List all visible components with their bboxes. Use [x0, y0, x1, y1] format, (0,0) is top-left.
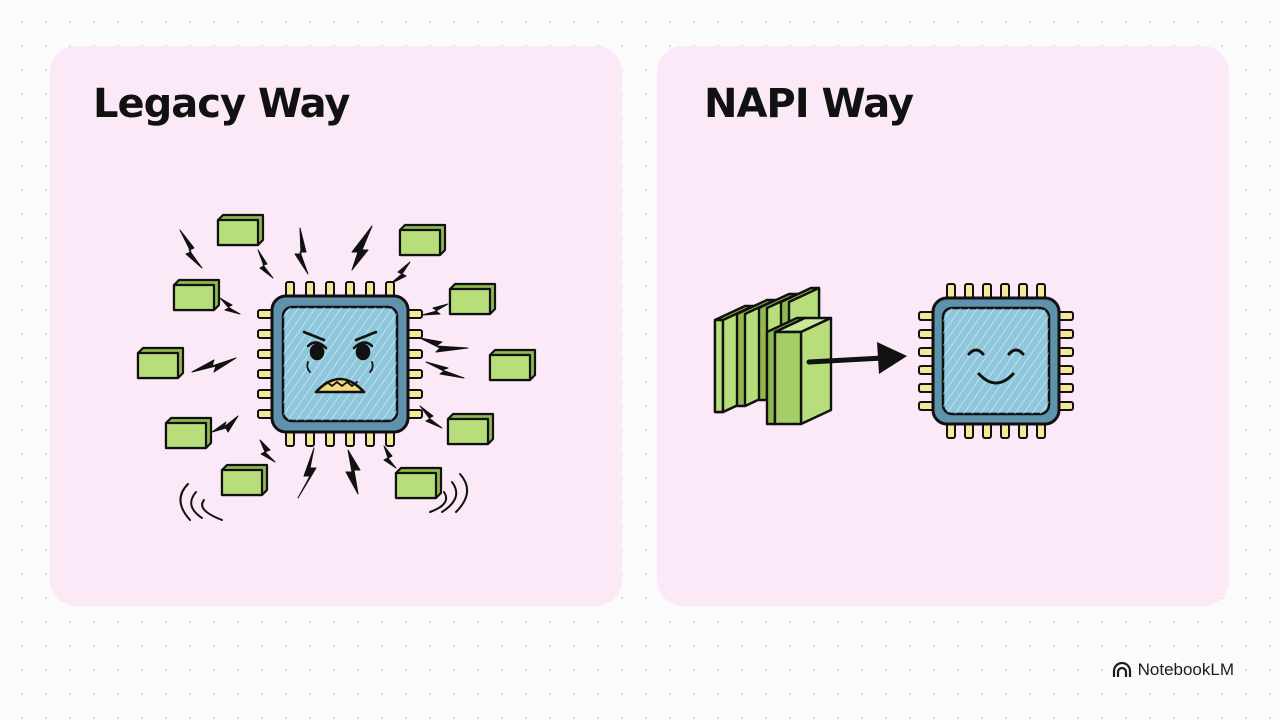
- lightning-icon: [179, 229, 203, 269]
- lightning-icon: [389, 261, 411, 285]
- napi-title: NAPI Way: [704, 81, 914, 127]
- lightning-icon: [419, 337, 469, 353]
- brand-label: NotebookLM: [1137, 660, 1234, 679]
- lightning-icon: [425, 361, 465, 379]
- notebooklm-logo-icon: [1112, 662, 1131, 677]
- lightning-icon: [257, 249, 274, 279]
- lightning-icon: [421, 303, 449, 316]
- worried-face-icon: [302, 330, 378, 394]
- notebooklm-branding: NotebookLM: [1112, 660, 1234, 680]
- lightning-icon: [219, 297, 241, 315]
- packet: [448, 282, 497, 316]
- packet: [136, 346, 185, 380]
- packet: [398, 223, 447, 257]
- packet: [446, 412, 495, 446]
- legacy-packets: [136, 213, 537, 500]
- arrow-right-icon: [806, 342, 907, 374]
- packet: [488, 348, 537, 382]
- lightning-icon: [419, 405, 443, 429]
- interrupt-bolts: [179, 225, 469, 499]
- lightning-icon: [345, 449, 361, 495]
- lightning-icon: [383, 445, 397, 469]
- lightning-icon: [351, 225, 373, 271]
- happy-cpu-chip: [918, 283, 1074, 439]
- packet: [216, 213, 265, 247]
- lightning-icon: [259, 439, 276, 463]
- stressed-cpu-chip: [257, 281, 423, 447]
- lightning-icon: [297, 447, 317, 499]
- batched-packets: [713, 286, 833, 426]
- lightning-icon: [294, 227, 309, 275]
- packet: [765, 316, 833, 426]
- happy-face-icon: [967, 348, 1025, 385]
- legacy-illustration: [136, 213, 537, 521]
- napi-illustration: [713, 283, 1074, 439]
- packet: [394, 466, 443, 500]
- lightning-icon: [191, 357, 237, 373]
- legacy-title: Legacy Way: [93, 81, 350, 127]
- packet: [220, 463, 269, 497]
- vibration-lines: [179, 473, 468, 521]
- packet: [164, 416, 213, 450]
- packet: [172, 278, 221, 312]
- lightning-icon: [211, 415, 239, 433]
